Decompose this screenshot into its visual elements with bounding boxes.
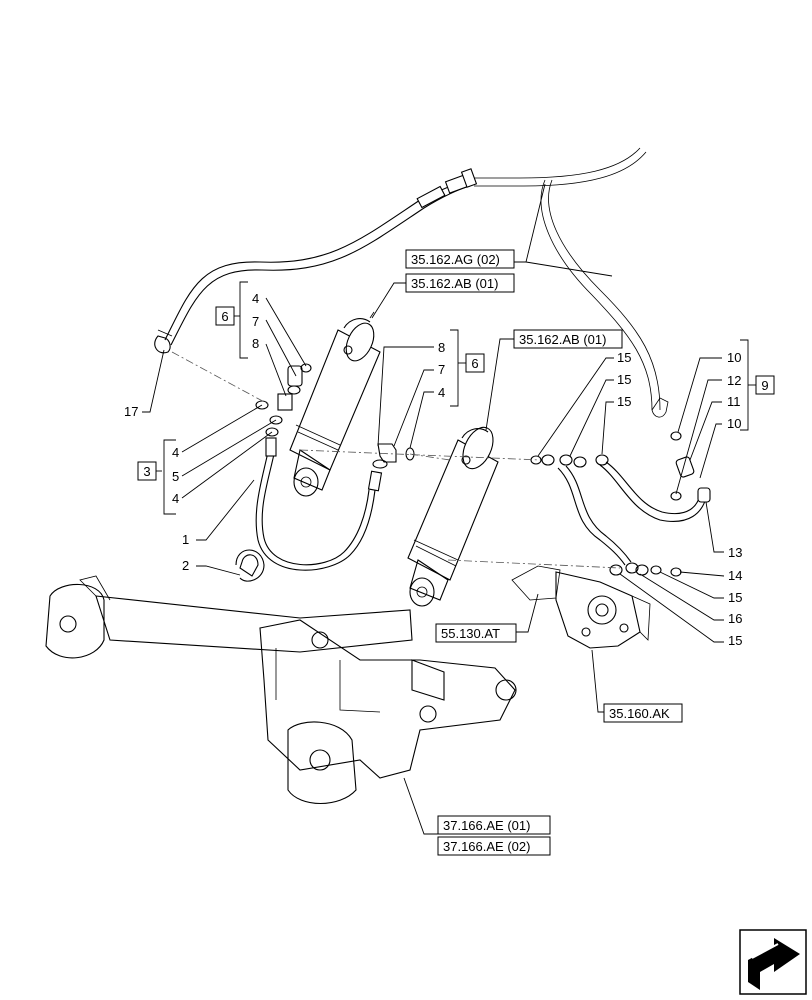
- callout-10-a: 10: [727, 350, 741, 365]
- right-hoses: [530, 431, 711, 577]
- callout-8-group6l: 8: [252, 336, 259, 351]
- callout-15-a: 15: [617, 350, 631, 365]
- callout-2: 2: [182, 558, 189, 573]
- callout-15-c: 15: [617, 394, 631, 409]
- callouts-lower-right: 13 14 15 16 15: [619, 501, 742, 648]
- callout-11: 11: [727, 394, 741, 409]
- group-label-9: 9: [761, 378, 768, 393]
- callouts-left: 17 1 2: [124, 349, 255, 576]
- callout-15-d: 15: [728, 590, 742, 605]
- hose-strap: [235, 549, 265, 582]
- upper-hose: [154, 168, 478, 354]
- callout-16: 16: [728, 611, 742, 626]
- callout-4-group3b: 4: [172, 491, 179, 506]
- group-bracket-9: 9 10 12 11 10: [675, 339, 775, 495]
- callout-7-group6l: 7: [252, 314, 259, 329]
- reference-boxes: 35.162.AG (02) 35.162.AB (01) 35.162.AB …: [371, 183, 683, 856]
- callout-14: 14: [728, 568, 742, 583]
- alignment-lines: [171, 351, 621, 569]
- callout-4-group3a: 4: [172, 445, 179, 460]
- ref-35-162-ag-02[interactable]: 35.162.AG (02): [411, 252, 500, 267]
- callout-4-group6l: 4: [252, 291, 259, 306]
- callout-17: 17: [124, 404, 138, 419]
- ref-55-130-at[interactable]: 55.130.AT: [441, 626, 500, 641]
- group-bracket-6-mid: 6 8 7 4: [377, 329, 485, 449]
- callout-4-group6m: 4: [438, 385, 445, 400]
- valve-block: [511, 565, 651, 649]
- group-label-6-mid: 6: [471, 356, 478, 371]
- hose-1: [255, 437, 383, 571]
- callout-12: 12: [727, 373, 741, 388]
- callout-15-b: 15: [617, 372, 631, 387]
- group-bracket-6-left: 6 4 7 8: [215, 281, 307, 397]
- callout-5-group3: 5: [172, 469, 179, 484]
- callout-13: 13: [728, 545, 742, 560]
- next-page-arrow-icon[interactable]: [739, 929, 807, 995]
- ref-35-162-ab-01-left[interactable]: 35.162.AB (01): [411, 276, 498, 291]
- callout-10-b: 10: [727, 416, 741, 431]
- callout-7-group6m: 7: [438, 362, 445, 377]
- left-cylinder: [289, 311, 381, 497]
- group-label-6-left: 6: [221, 309, 228, 324]
- ref-37-166-ae-02[interactable]: 37.166.AE (02): [443, 839, 530, 854]
- group-bracket-3: 3 4 5 4: [137, 404, 277, 515]
- ref-37-166-ae-01[interactable]: 37.166.AE (01): [443, 818, 530, 833]
- right-cylinder: [407, 426, 499, 607]
- front-axle-frame: [45, 575, 517, 805]
- callout-15-e: 15: [728, 633, 742, 648]
- callout-8-group6m: 8: [438, 340, 445, 355]
- fittings-left: [255, 363, 312, 437]
- ref-35-160-ak[interactable]: 35.160.AK: [609, 706, 670, 721]
- callout-1: 1: [182, 532, 189, 547]
- callouts-15-top: 15 15 15: [537, 350, 631, 457]
- ref-35-162-ab-01-right[interactable]: 35.162.AB (01): [519, 332, 606, 347]
- group-label-3: 3: [143, 464, 150, 479]
- fittings-mid: [372, 443, 415, 469]
- background-hoses: [474, 147, 669, 418]
